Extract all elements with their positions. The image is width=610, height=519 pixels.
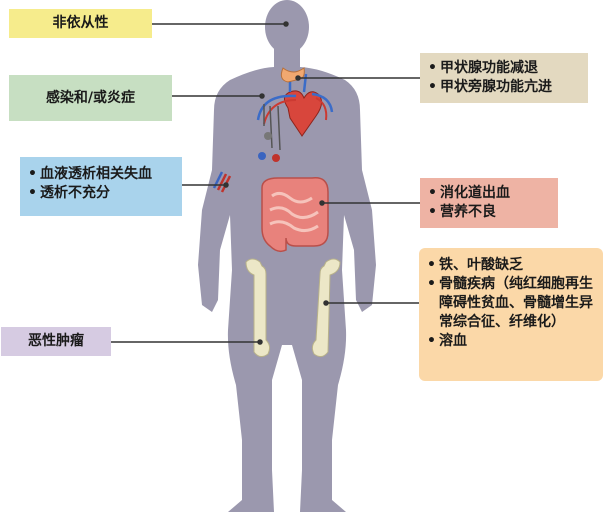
intestines-icon — [261, 177, 329, 253]
box-marrow: 铁、叶酸缺乏 骨髓疾病（纯红细胞再生障碍性贫血、骨髓增生异常综合征、纤维化） 溶… — [419, 248, 603, 381]
body-silhouette — [198, 0, 376, 512]
label-malignancy: 恶性肿瘤 — [28, 333, 84, 349]
box-infection: 感染和/或炎症 — [9, 75, 172, 121]
label-dialysis-inadequate: 透析不充分 — [26, 184, 176, 203]
label-hemolysis: 溶血 — [425, 332, 597, 351]
box-gi: 消化道出血 营养不良 — [420, 178, 558, 228]
label-infection: 感染和/或炎症 — [45, 89, 136, 106]
box-dialysis: 血液透析相关失血 透析不充分 — [20, 157, 182, 216]
heart-icon — [256, 73, 334, 137]
femur-bones — [245, 258, 341, 358]
box-malignancy: 恶性肿瘤 — [1, 327, 111, 356]
label-iron-folate-deficiency: 铁、叶酸缺乏 — [425, 256, 597, 275]
connector-lines — [110, 21, 420, 345]
label-gi-bleeding: 消化道出血 — [426, 184, 552, 203]
dialysis-line-icon — [212, 104, 281, 193]
label-malnutrition: 营养不良 — [426, 203, 552, 222]
label-dialysis-blood-loss: 血液透析相关失血 — [26, 165, 176, 184]
label-hyperparathyroidism: 甲状旁腺功能亢进 — [426, 78, 582, 97]
label-bone-marrow-disease: 骨髓疾病（纯红细胞再生障碍性贫血、骨髓增生异常综合征、纤维化） — [425, 275, 597, 332]
box-thyroid: 甲状腺功能减退 甲状旁腺功能亢进 — [420, 53, 588, 103]
box-idiopathic: 非依从性 — [9, 9, 152, 38]
label-idiopathic: 非依从性 — [52, 15, 109, 31]
label-hypothyroidism: 甲状腺功能减退 — [426, 59, 582, 78]
